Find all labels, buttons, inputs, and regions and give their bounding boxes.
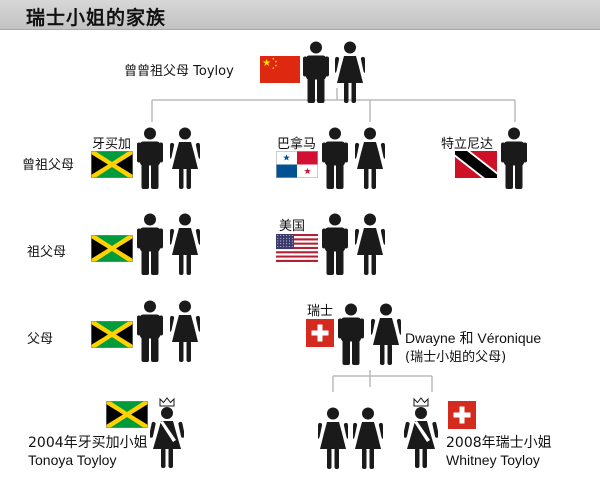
title-bar: 瑞士小姐的家族 (0, 0, 600, 30)
woman-figure (318, 407, 348, 469)
jamaica-flag (91, 235, 133, 262)
usa-flag (276, 234, 318, 262)
man-figure (303, 41, 329, 103)
man-figure (338, 303, 364, 365)
woman-figure (170, 127, 200, 189)
switzerland-label: 瑞士 (307, 304, 334, 319)
jamaica-label: 牙买加 (92, 137, 132, 152)
switzerland-flag (448, 401, 476, 429)
man-figure (501, 127, 527, 189)
parents-note: (瑞士小姐的父母) (405, 350, 507, 365)
winner-jamaica-title: 2004年牙买加小姐 (28, 435, 148, 451)
woman-figure (353, 407, 383, 469)
winner-jamaica-name: Tonoya Toyloy (28, 452, 117, 468)
woman-figure (355, 213, 385, 275)
china-flag (260, 56, 300, 83)
man-figure (137, 213, 163, 275)
trinidad-label: 特立尼达 (441, 137, 494, 152)
woman-figure (355, 127, 385, 189)
crowned-woman-figure (150, 397, 184, 468)
jamaica-flag (91, 321, 133, 348)
woman-figure (170, 213, 200, 275)
switzerland-flag (306, 319, 334, 347)
winner-switzerland-name: Whitney Toyloy (446, 452, 540, 468)
man-figure (137, 127, 163, 189)
parents-names: Dwayne 和 Véronique (405, 330, 542, 346)
generation-label-parents: 父母 (27, 332, 54, 347)
woman-figure (170, 300, 200, 362)
man-figure (137, 300, 163, 362)
panama-label: 巴拿马 (277, 137, 317, 152)
generation-label-great-grandparents: 曾祖父母 (22, 158, 75, 173)
man-figure (322, 127, 348, 189)
trinidad-flag (455, 151, 497, 178)
jamaica-flag (106, 401, 148, 428)
panama-flag (276, 151, 318, 178)
woman-figure (371, 303, 401, 365)
usa-label: 美国 (279, 219, 306, 234)
winner-switzerland: 2008年瑞士小姐 Whitney Toyloy (446, 432, 552, 468)
winner-jamaica: 2004年牙买加小姐 Tonoya Toyloy (28, 432, 148, 468)
jamaica-flag (91, 151, 133, 178)
woman-figure (335, 41, 365, 103)
winner-switzerland-title: 2008年瑞士小姐 (446, 435, 552, 451)
man-figure (322, 213, 348, 275)
page-title: 瑞士小姐的家族 (26, 7, 167, 29)
great-great-grandparents-label: 曾曾祖父母 Toyloy (124, 64, 234, 79)
generation-label-grandparents: 祖父母 (27, 245, 67, 260)
crowned-woman-figure (404, 397, 438, 468)
